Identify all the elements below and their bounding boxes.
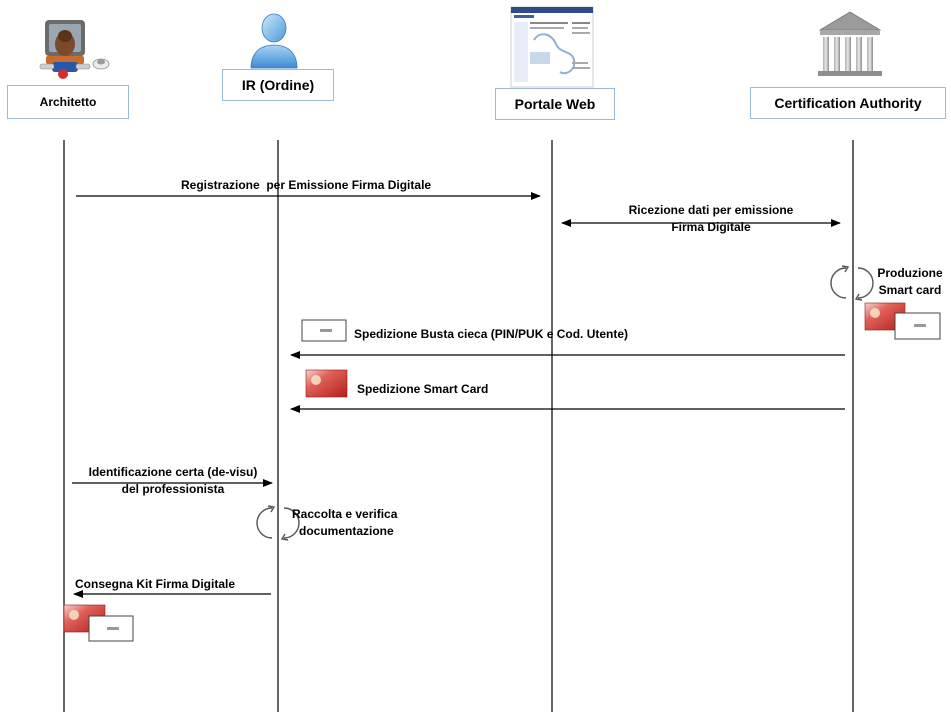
web-page-icon	[510, 6, 594, 88]
label-line: Raccolta e verifica	[292, 507, 398, 521]
label-produzione: Produzione Smart card	[869, 265, 951, 299]
actor-portale: Portale Web	[495, 88, 615, 120]
actor-ca: Certification Authority	[750, 87, 946, 119]
building-icon	[818, 11, 882, 76]
actor-label: Portale Web	[514, 96, 596, 112]
label-registrazione: Registrazione per Emissione Firma Digita…	[181, 178, 432, 192]
label-line: Firma Digitale	[671, 220, 751, 234]
label-line: Smart card	[878, 283, 942, 297]
label-line: Identificazione certa (de-visu)	[88, 465, 258, 479]
cycle-arrows-icon	[256, 505, 300, 541]
label-line: Produzione	[877, 266, 943, 280]
label-line: documentazione	[299, 524, 394, 538]
actor-label: Certification Authority	[774, 95, 922, 111]
actor-architetto: Architetto	[7, 85, 129, 119]
label-consegna: Consegna Kit Firma Digitale	[75, 577, 236, 591]
label-identificazione: Identificazione certa (de-visu) del prof…	[66, 464, 280, 498]
envelope-icon	[88, 615, 134, 642]
label-raccolta: Raccolta e verifica documentazione	[292, 506, 432, 540]
computer-user-icon	[39, 20, 110, 79]
label-smartcard: Spedizione Smart Card	[357, 382, 489, 396]
smart-card-icon	[305, 369, 348, 398]
envelope-icon	[894, 312, 941, 340]
cycle-arrows-icon	[830, 265, 874, 301]
actor-ordine: IR (Ordine)	[222, 69, 334, 101]
person-icon	[250, 13, 298, 69]
actor-label: Architetto	[39, 95, 97, 109]
label-ricezione: Ricezione dati per emissione Firma Digit…	[590, 202, 832, 236]
envelope-icon	[301, 319, 347, 342]
label-line: del professionista	[121, 482, 225, 496]
label-line: Ricezione dati per emissione	[628, 203, 794, 217]
label-busta: Spedizione Busta cieca (PIN/PUK e Cod. U…	[354, 327, 629, 341]
actor-label: IR (Ordine)	[241, 77, 315, 93]
